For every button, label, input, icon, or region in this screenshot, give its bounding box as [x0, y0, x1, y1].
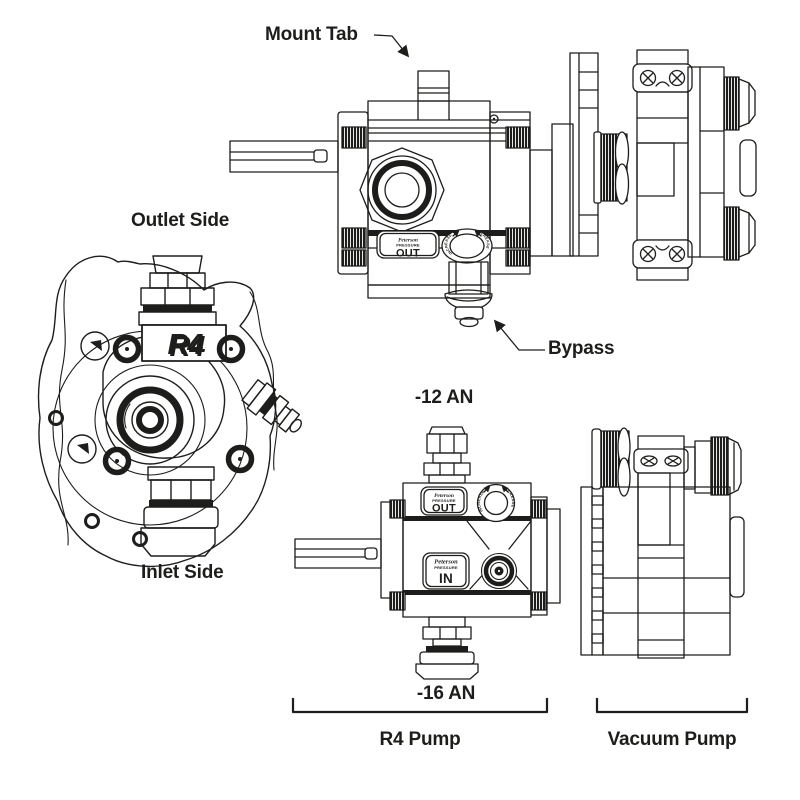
bypass-fitting-front — [241, 379, 302, 433]
r4-pump-top-body — [294, 482, 561, 618]
clamp-screw — [640, 455, 658, 467]
brand-script-out: Peterson — [434, 493, 454, 499]
r4-pump-bracket — [291, 698, 549, 714]
top-view-assembly: Peterson PRESSURE OUT INCREASE DECREASE … — [294, 426, 745, 680]
vacuum-pump-top-view — [580, 427, 745, 659]
brand-script-in: Peterson — [434, 559, 458, 566]
clamp-screw — [639, 69, 657, 87]
mount-tab-label: Mount Tab — [265, 24, 358, 45]
vacuum-an-fitting-top — [723, 76, 756, 131]
vacuum-pump-bracket — [595, 698, 749, 714]
pressure-word-top: PRESSURE — [396, 243, 420, 248]
clamp-screw — [664, 455, 682, 467]
clamp-screw — [668, 69, 686, 87]
pump-to-vacuum-coupling-side — [529, 123, 574, 257]
inlet-fitting-front — [140, 466, 219, 557]
vacuum-an-fitting-topview — [683, 436, 742, 496]
r4-logo-text: R4 — [167, 329, 203, 361]
an16-label: -16 AN — [416, 683, 476, 704]
drive-shaft-side — [229, 140, 339, 173]
vacuum-pump-side-view — [569, 49, 757, 281]
clamp-screw — [639, 245, 657, 263]
in-word: IN — [439, 571, 453, 586]
out-word-bottom: OUT — [432, 503, 456, 515]
r4-pump-label: R4 Pump — [379, 729, 461, 750]
pressure-word-out: PRESSURE — [432, 498, 456, 503]
bypass-leader-line — [493, 319, 545, 351]
brand-script-top: Peterson — [398, 238, 418, 244]
pressure-word-in: PRESSURE — [434, 565, 458, 570]
mount-tab-leader-line — [373, 34, 410, 58]
mounting-bolts — [48, 331, 255, 547]
outlet-fitting-front — [138, 255, 217, 326]
clamp-screw — [668, 245, 686, 263]
vacuum-pump-label: Vacuum Pump — [607, 729, 737, 750]
bypass-valve-shape — [444, 261, 493, 328]
vacuum-an-fitting-bottom — [723, 206, 756, 261]
r4-logo-shadow: R4 — [169, 331, 205, 363]
inlet-side-label: Inlet Side — [141, 562, 224, 583]
pressure-adjuster-dial-topview: INCREASE DECREASE — [476, 483, 516, 523]
out-word-top: OUT — [396, 248, 420, 260]
pressure-out-plate-topview: Peterson PRESSURE OUT — [420, 486, 468, 516]
side-view-assembly: Peterson PRESSURE OUT INCREASE DECREASE — [229, 49, 757, 328]
r4-logo-plate: R4 R4 — [141, 324, 227, 363]
mount-tab-shape — [417, 70, 450, 121]
front-view-r4-pump: R4 R4 — [37, 255, 302, 568]
outlet-boss-rings — [359, 147, 445, 233]
outlet-side-label: Outlet Side — [131, 210, 230, 231]
pressure-out-plate-side: Peterson PRESSURE OUT — [376, 230, 440, 260]
pressure-adjuster-dial-side: INCREASE DECREASE — [441, 228, 493, 264]
bypass-label: Bypass — [548, 338, 615, 359]
pressure-in-plate-topview: Peterson PRESSURE IN — [422, 552, 470, 590]
an12-label: -12 AN — [414, 387, 474, 408]
bypass-valve-topview — [480, 552, 518, 590]
inlet-fitting-top-view — [415, 616, 479, 680]
outlet-fitting-top-view — [423, 426, 471, 484]
